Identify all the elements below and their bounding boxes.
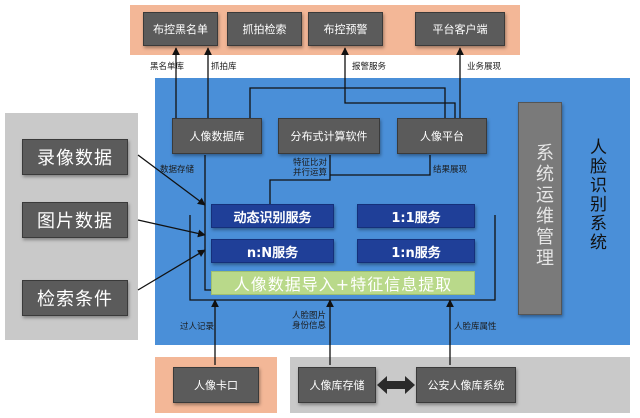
label-parallel-ops: 特征比对 并行运算 [292, 158, 327, 178]
blacklist-box: 布控黑名单 [143, 12, 218, 46]
line-video [137, 154, 206, 206]
ops-management-box: 系统运维管理 [518, 102, 562, 315]
ops-management-label: 系统运维管理 [533, 143, 554, 269]
search-criteria-box: 检索条件 [22, 280, 128, 316]
label-business: 业务展现 [467, 62, 502, 72]
data-import-bar: 人像数据导入+特征信息提取 [211, 271, 475, 295]
line-platform-core [330, 155, 431, 176]
portrait-db-box: 人像数据库 [172, 118, 262, 154]
one-to-one-box: 1:1服务 [357, 204, 475, 228]
one-to-n-box: 1:n服务 [357, 239, 475, 263]
client-box: 平台客户端 [415, 12, 505, 46]
label-pass-record: 过人记录 [180, 322, 215, 332]
line-distrib-core [269, 155, 331, 205]
image-data-box: 图片数据 [22, 202, 128, 238]
portrait-checkpoint-box: 人像卡口 [173, 367, 259, 403]
label-face-image-id: 人脸图片 身份信息 [291, 311, 326, 331]
label-face-db-attr: 人脸库属性 [454, 322, 497, 332]
double-arrow [377, 376, 415, 394]
portrait-storage-box: 人像库存储 [298, 367, 376, 403]
portrait-platform-box: 人像平台 [397, 118, 487, 154]
label-result-display: 结果展现 [433, 165, 468, 175]
system-title: 人脸识别系统 [586, 138, 606, 252]
distributed-computing-box: 分布式计算软件 [278, 118, 380, 154]
line-db-platform [249, 87, 446, 118]
label-alarm-service: 报警服务 [352, 62, 387, 72]
line-search [137, 249, 206, 291]
line-core-frame [189, 215, 496, 301]
label-blacklist-db: 黑名单库 [150, 62, 185, 72]
label-capture-db: 抓拍库 [211, 62, 237, 72]
video-data-box: 录像数据 [22, 139, 128, 175]
label-data-storage: 数据存储 [160, 165, 195, 175]
line-image [137, 219, 206, 238]
line-alarm [341, 47, 456, 118]
police-portrait-db-box: 公安人像库系统 [416, 367, 516, 403]
alarm-box: 布控预警 [308, 12, 383, 46]
dynamic-recognition-box: 动态识别服务 [211, 204, 334, 228]
n-to-n-box: n:N服务 [211, 239, 334, 263]
capture-search-box: 抓拍检索 [227, 12, 302, 46]
